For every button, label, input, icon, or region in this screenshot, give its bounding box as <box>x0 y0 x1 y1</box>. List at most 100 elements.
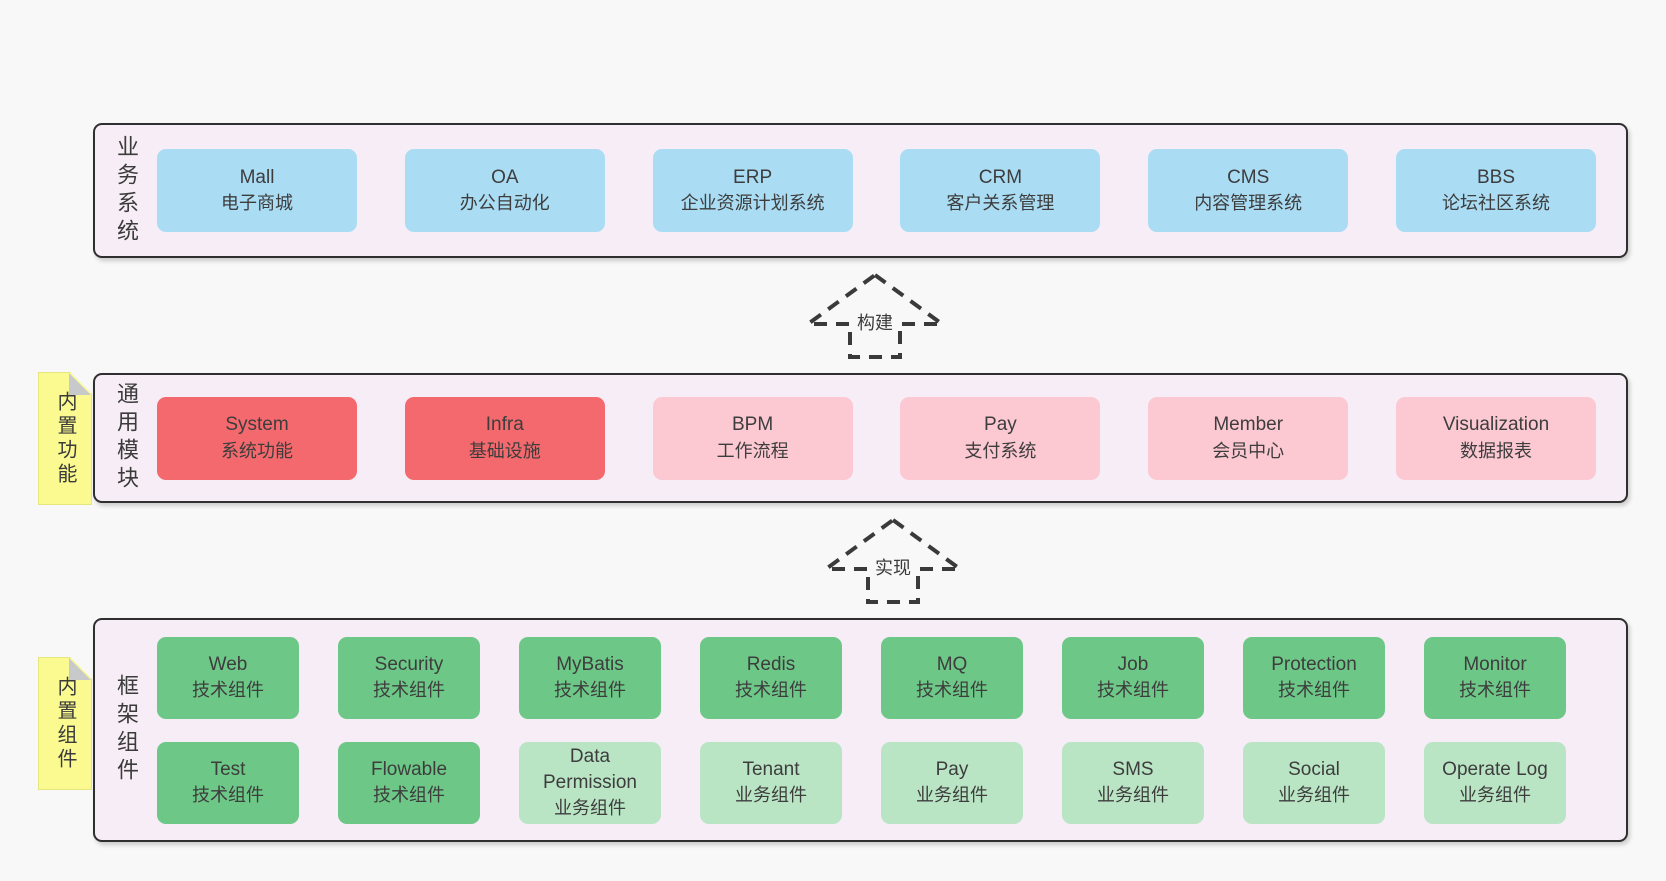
band-label-text: 框架组件 <box>114 674 139 786</box>
note-fold-corner-icon <box>69 658 91 680</box>
box-subtitle: 系统功能 <box>221 440 293 461</box>
box-title: Monitor <box>1463 653 1527 675</box>
dashed-up-arrow-icon <box>805 272 945 359</box>
box-operate-log: Operate Log 业务组件 <box>1424 741 1566 824</box>
sticky-note-builtin-components: 内置组件 <box>38 657 92 790</box>
box-title: ERP <box>733 166 773 188</box>
box-mall: Mall 电子商城 <box>157 149 357 232</box>
business-systems-row: Mall 电子商城 OA 办公自动化 ERP 企业资源计划系统 CRM 客户关系… <box>157 149 1626 232</box>
arrow-build-label: 构建 <box>853 308 897 336</box>
box-title: Pay <box>984 414 1017 436</box>
box-oa: OA 办公自动化 <box>404 149 605 232</box>
box-security: Security 技术组件 <box>338 636 480 719</box>
box-subtitle: 基础设施 <box>468 440 541 461</box>
box-redis: Redis 技术组件 <box>700 636 842 719</box>
box-title: Social <box>1288 758 1340 780</box>
dashed-up-arrow-icon <box>823 517 963 604</box>
sticky-note-builtin-features: 内置功能 <box>38 372 92 505</box>
box-title: Security <box>374 653 444 675</box>
box-subtitle: 技术组件 <box>1459 680 1531 701</box>
box-subtitle: 业务组件 <box>1459 785 1531 806</box>
box-sms: SMS 业务组件 <box>1062 741 1204 824</box>
box-system: System 系统功能 <box>157 396 357 480</box>
box-title: SMS <box>1112 758 1154 780</box>
band-label-common-modules: 通用模块 <box>95 382 157 494</box>
box-title: Operate Log <box>1442 758 1548 780</box>
box-title: Web <box>208 653 248 675</box>
box-title: Pay <box>935 758 969 780</box>
box-subtitle: 业务组件 <box>1097 785 1169 806</box>
arrow-implement-label: 实现 <box>871 553 915 581</box>
band-label-text: 通用模块 <box>114 382 139 494</box>
framework-components-row-1: Web 技术组件 Security 技术组件 MyBatis 技术组件 Redi… <box>157 636 1596 719</box>
box-subtitle: 会员中心 <box>1212 440 1285 461</box>
band-label-framework-components: 框架组件 <box>95 674 157 786</box>
box-title: CRM <box>978 166 1023 188</box>
box-pay-module: Pay 支付系统 <box>900 396 1101 480</box>
box-data-permission: Data Permission 业务组件 <box>519 741 661 824</box>
box-title: Infra <box>485 414 524 436</box>
box-title: Member <box>1213 414 1284 436</box>
box-subtitle: 技术组件 <box>1278 680 1350 701</box>
box-subtitle: 支付系统 <box>964 440 1037 461</box>
box-member: Member 会员中心 <box>1148 396 1349 480</box>
box-bbs: BBS 论坛社区系统 <box>1395 149 1596 232</box>
box-subtitle: 论坛社区系统 <box>1441 193 1550 214</box>
note-text: 内置组件 <box>54 675 76 772</box>
box-subtitle: 技术组件 <box>373 680 445 701</box>
box-title: MyBatis <box>556 653 624 675</box>
box-flowable: Flowable 技术组件 <box>338 741 480 824</box>
box-title: MQ <box>936 653 968 675</box>
box-subtitle: 办公自动化 <box>459 193 550 214</box>
box-subtitle: 技术组件 <box>554 680 626 701</box>
arrow-build: 构建 <box>805 272 945 360</box>
band-business-systems: 业务系统 Mall 电子商城 OA 办公自动化 ERP 企业资源计划系统 CRM… <box>93 123 1628 258</box>
band-label-business-systems: 业务系统 <box>95 135 157 247</box>
box-title: Tenant <box>742 758 800 780</box>
box-bpm: BPM 工作流程 <box>652 396 853 480</box>
arrow-implement: 实现 <box>823 517 963 605</box>
box-subtitle: 技术组件 <box>192 785 264 806</box>
box-title: Test <box>210 758 246 780</box>
box-mq: MQ 技术组件 <box>881 636 1023 719</box>
box-mybatis: MyBatis 技术组件 <box>519 636 661 719</box>
box-web: Web 技术组件 <box>157 636 299 719</box>
box-subtitle: 电子商城 <box>221 193 293 214</box>
box-subtitle: 技术组件 <box>916 680 988 701</box>
box-title: Visualization <box>1442 414 1550 436</box>
box-cms: CMS 内容管理系统 <box>1148 149 1349 232</box>
box-subtitle: 数据报表 <box>1459 440 1532 461</box>
box-title: Redis <box>746 653 796 675</box>
box-subtitle: 技术组件 <box>192 680 264 701</box>
band-common-modules: 通用模块 System 系统功能 Infra 基础设施 BPM 工作流程 Pay… <box>93 373 1628 503</box>
box-title: Mall <box>239 166 275 188</box>
band-label-text: 业务系统 <box>114 134 139 247</box>
box-subtitle: 业务组件 <box>916 785 988 806</box>
note-text: 内置功能 <box>54 390 76 487</box>
box-protection: Protection 技术组件 <box>1243 636 1385 719</box>
box-visualization: Visualization 数据报表 <box>1395 396 1596 480</box>
box-monitor: Monitor 技术组件 <box>1424 636 1566 719</box>
box-subtitle: 内容管理系统 <box>1194 193 1303 214</box>
band-framework-components: 框架组件 Web 技术组件 Security 技术组件 MyBatis 技术组件… <box>93 618 1628 842</box>
box-infra: Infra 基础设施 <box>404 396 605 480</box>
box-pay-component: Pay 业务组件 <box>881 741 1023 824</box>
box-social: Social 业务组件 <box>1243 741 1385 824</box>
box-title: OA <box>491 166 519 188</box>
box-test: Test 技术组件 <box>157 741 299 824</box>
note-fold-corner-icon <box>69 373 91 395</box>
box-subtitle: 工作流程 <box>716 440 789 461</box>
box-subtitle: 业务组件 <box>735 785 807 806</box>
box-title: BBS <box>1476 166 1515 188</box>
box-title: BPM <box>732 414 774 436</box>
box-job: Job 技术组件 <box>1062 636 1204 719</box>
box-erp: ERP 企业资源计划系统 <box>652 149 853 232</box>
box-title: Job <box>1117 653 1149 675</box>
box-subtitle: 企业资源计划系统 <box>680 193 825 214</box>
box-subtitle: 技术组件 <box>373 785 445 806</box>
box-subtitle: 业务组件 <box>1278 785 1350 806</box>
box-title: Data Permission <box>543 745 637 794</box>
common-modules-row: System 系统功能 Infra 基础设施 BPM 工作流程 Pay 支付系统… <box>157 396 1626 480</box>
box-title: Flowable <box>370 758 448 780</box>
